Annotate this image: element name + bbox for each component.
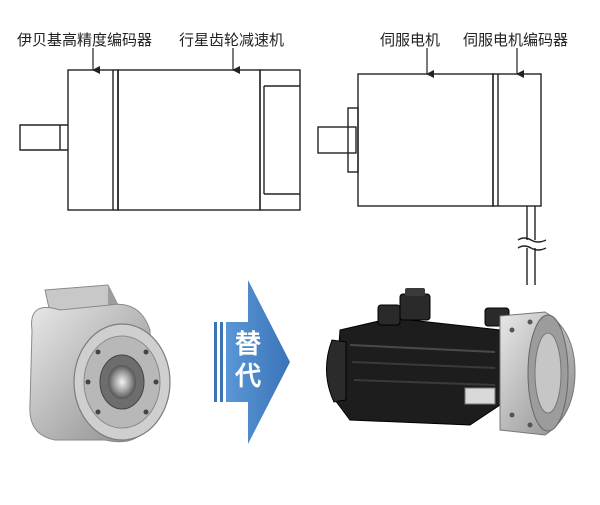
arrow-text-dai: 代 xyxy=(234,362,261,392)
right-shaft xyxy=(317,126,357,154)
left-gearbox-body xyxy=(117,69,261,211)
label-gearbox: 行星齿轮减速机 xyxy=(179,31,285,49)
replace-arrow xyxy=(214,280,290,444)
right-drawing xyxy=(317,73,547,285)
left-shaft xyxy=(19,124,68,151)
arrow-text-ti: 替 xyxy=(234,330,261,360)
right-motor-body xyxy=(357,73,494,207)
servo-motor-photo xyxy=(325,288,576,436)
hollow-encoder-photo xyxy=(29,284,171,443)
left-gearbox-flange xyxy=(259,69,301,211)
label-encoder-left: 伊贝基高精度编码器 xyxy=(17,31,153,49)
label-servo-encoder: 伺服电机编码器 xyxy=(463,31,569,49)
left-encoder-body xyxy=(67,69,119,211)
left-drawing xyxy=(19,69,301,211)
right-encoder-body xyxy=(492,73,542,207)
label-servo-motor: 伺服电机 xyxy=(380,31,441,49)
